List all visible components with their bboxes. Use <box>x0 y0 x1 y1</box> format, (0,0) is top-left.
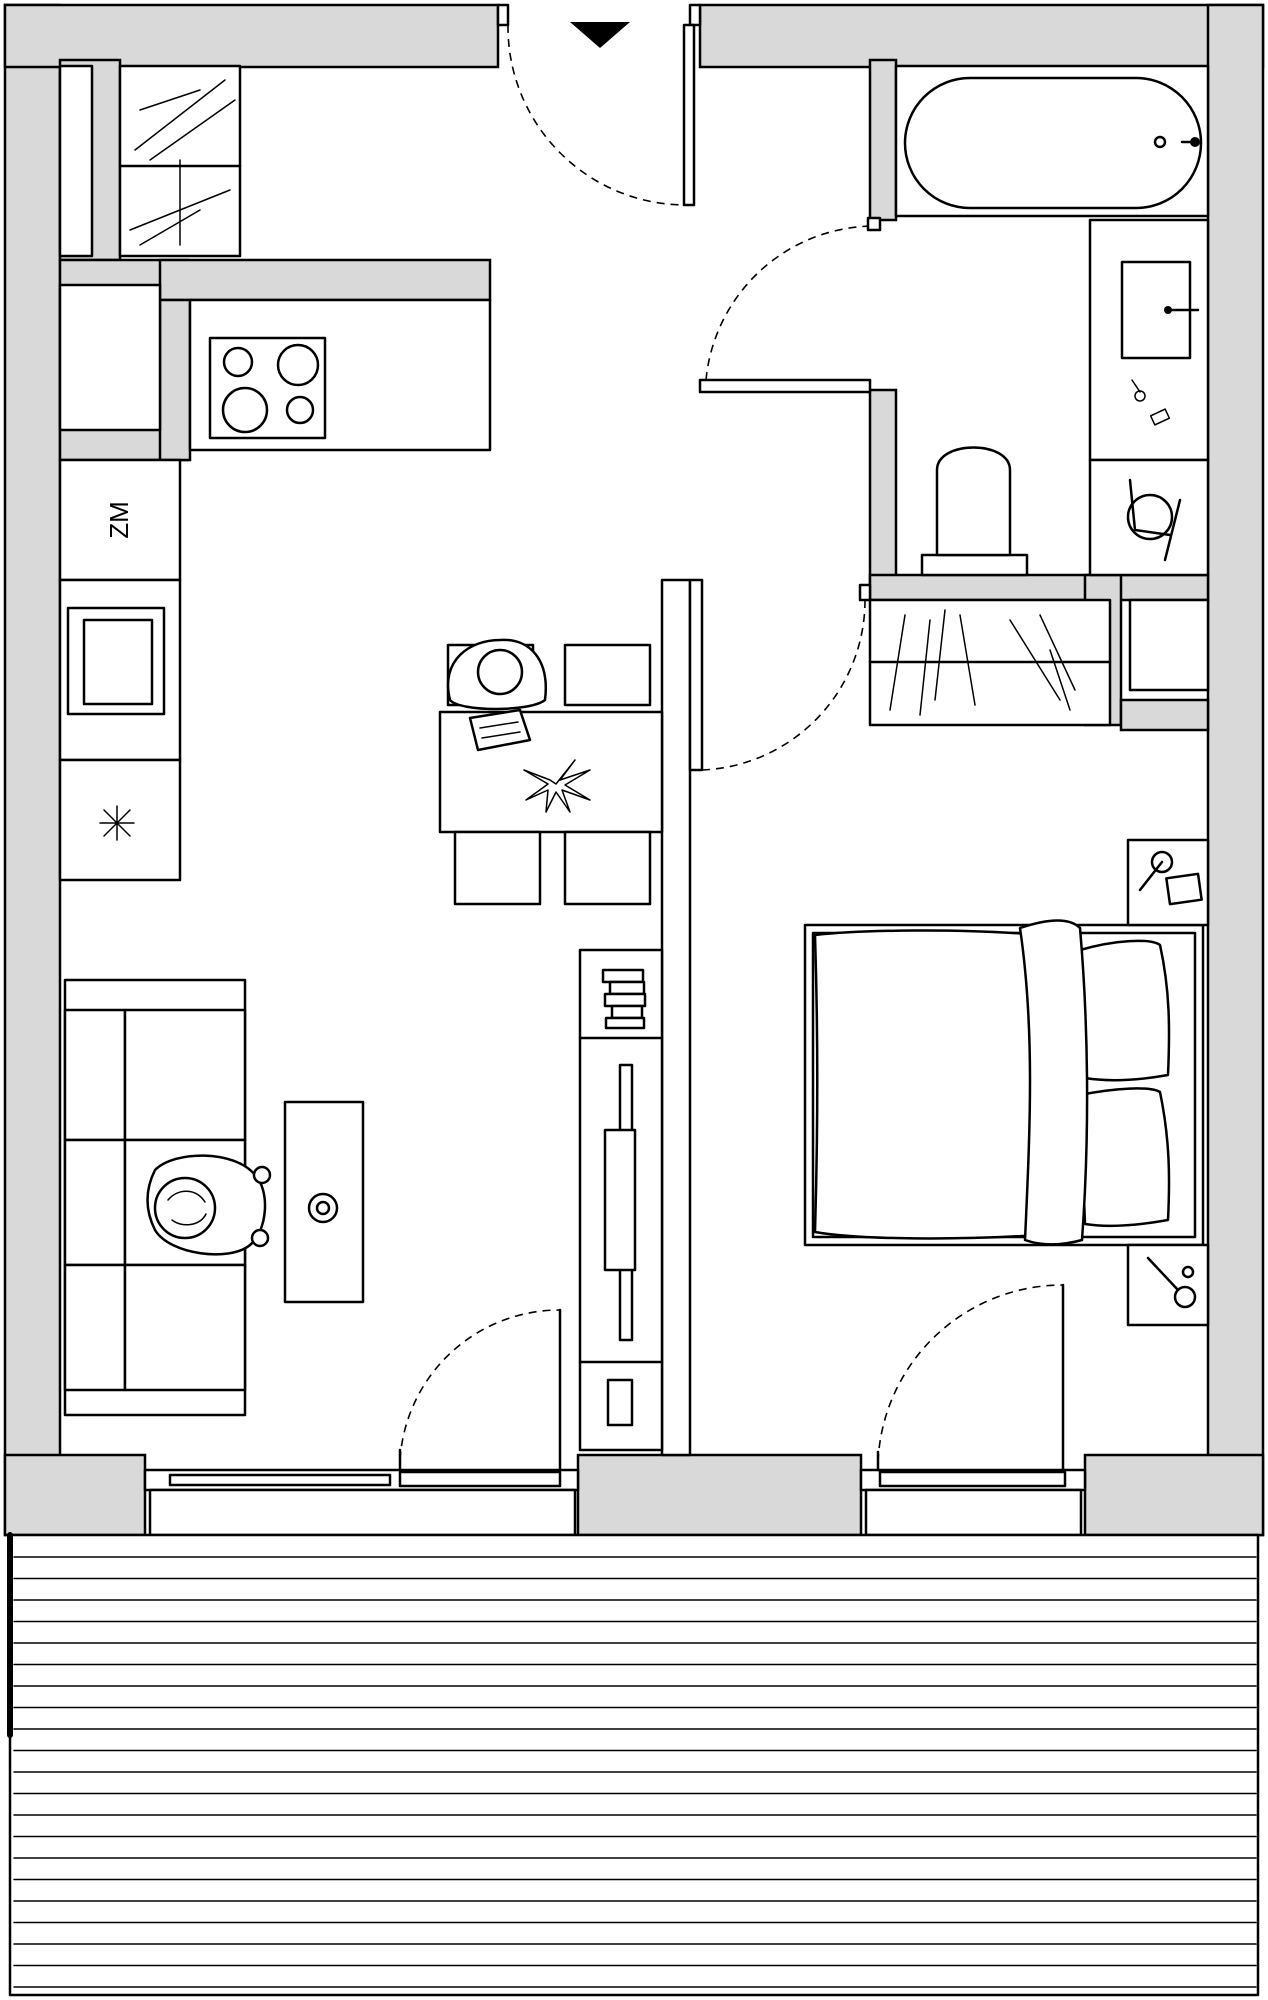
bedroom-door <box>688 578 872 772</box>
entrance-door <box>496 3 702 207</box>
fridge-freezer-label: ZM <box>104 501 134 539</box>
nightstand-top <box>1126 838 1210 927</box>
kitchen-cabinet <box>118 64 242 258</box>
bathroom-door <box>705 216 882 381</box>
sofa <box>63 978 272 1417</box>
bedroom-balcony-door <box>859 1283 1087 1537</box>
nightstand-bottom <box>1126 1243 1210 1327</box>
person-on-sofa-icon <box>146 1154 272 1256</box>
double-bed <box>803 919 1205 1247</box>
balcony <box>7 1532 1260 1997</box>
television-icon <box>603 1063 637 1342</box>
books-icon <box>601 968 647 1030</box>
oven <box>58 578 182 762</box>
dining-table <box>438 638 664 906</box>
speaker-icon <box>606 1378 634 1427</box>
entrance-arrow-icon <box>570 22 630 48</box>
cooktop <box>188 298 492 452</box>
person-at-table-icon <box>446 638 548 752</box>
kitchen: ZM <box>58 64 492 882</box>
washing-machine <box>1088 458 1210 577</box>
bathtub <box>894 64 1210 218</box>
outer-walls <box>3 3 1265 1537</box>
hall-wardrobe <box>868 598 1210 727</box>
fridge-freezer: ZM <box>58 458 182 582</box>
balcony-decking <box>13 1556 1257 1988</box>
toothbrush-icon <box>1131 379 1171 426</box>
living-balcony-door <box>143 1308 580 1537</box>
coffee-table <box>283 1100 365 1304</box>
dishwasher <box>58 758 182 882</box>
tv-unit <box>578 948 664 1452</box>
toilet <box>920 446 1029 577</box>
washbasin <box>1088 218 1210 462</box>
table-centerpiece-icon <box>523 759 591 813</box>
